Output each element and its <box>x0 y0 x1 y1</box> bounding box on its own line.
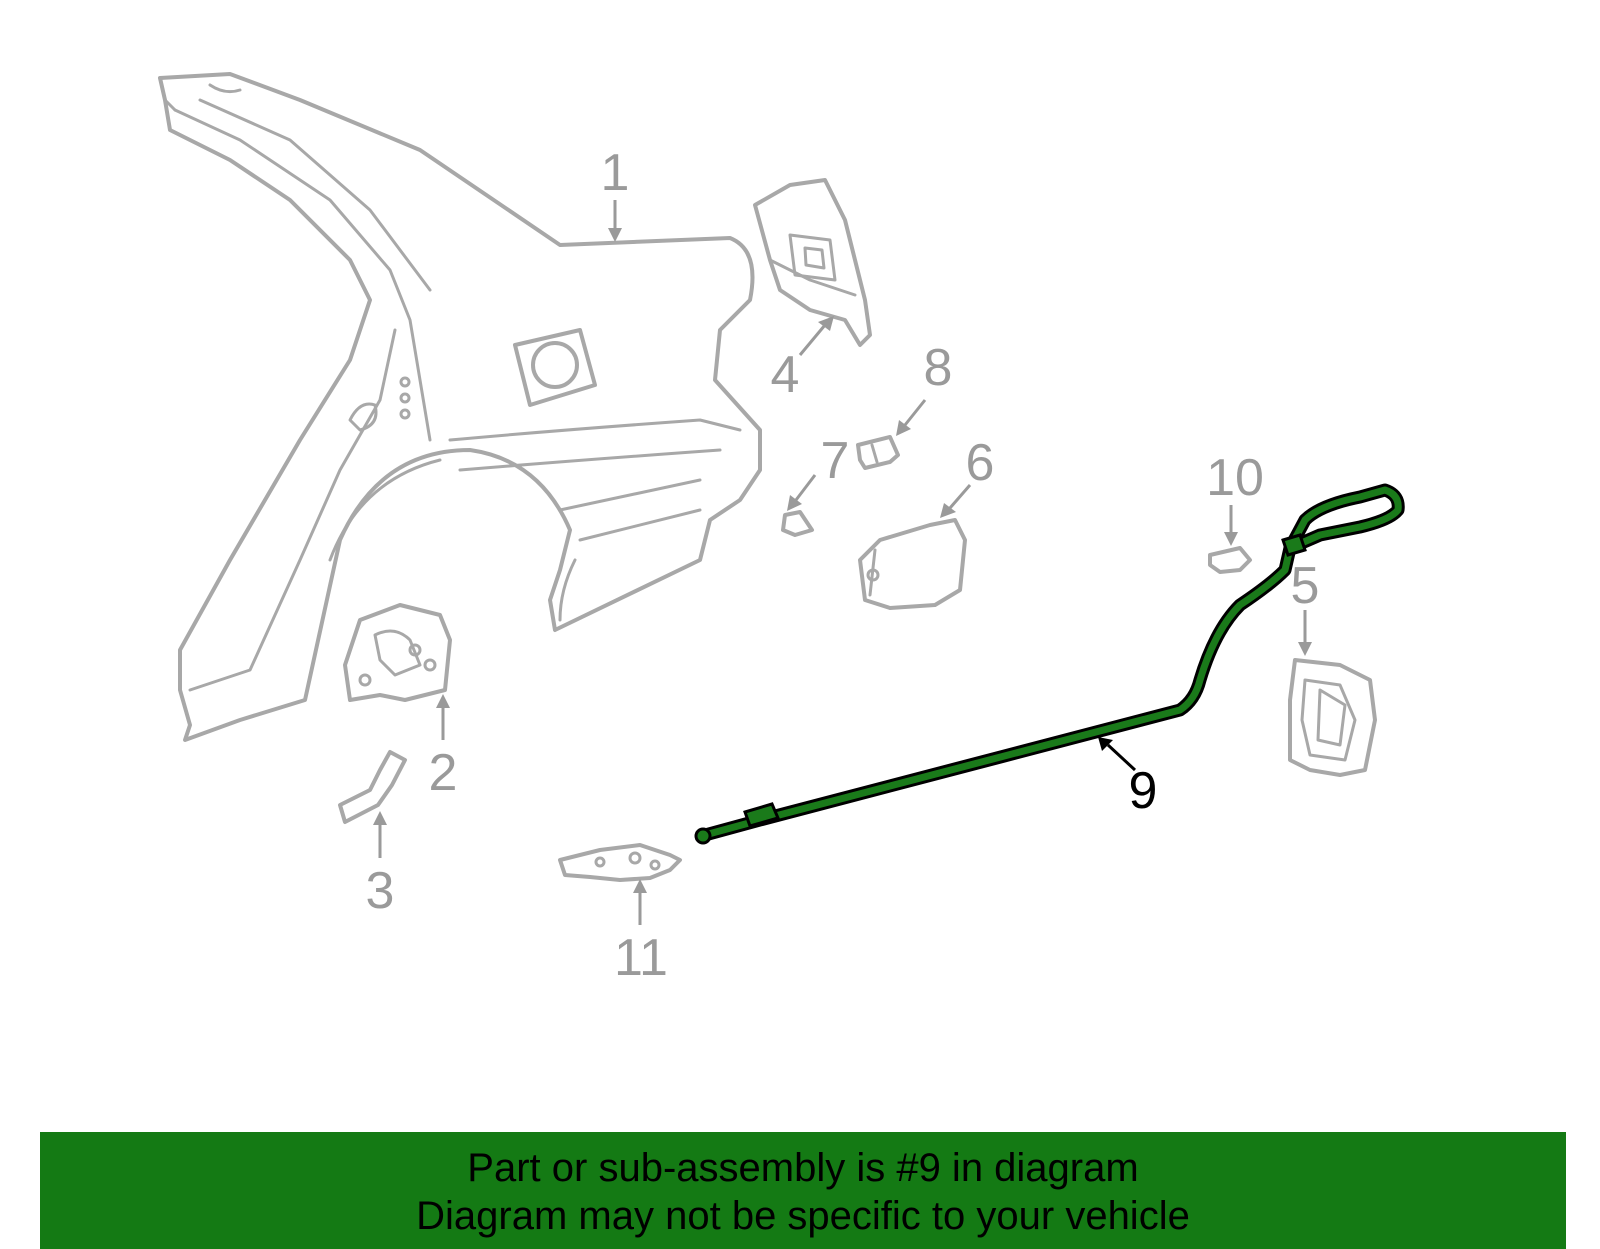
info-banner: Part or sub-assembly is #9 in diagram Di… <box>40 1132 1566 1249</box>
part-8-bumper[interactable] <box>856 435 900 470</box>
part-11-lever-bracket[interactable] <box>558 843 682 882</box>
callout-8[interactable]: 8 <box>924 339 953 397</box>
part-9-cable[interactable] <box>694 483 1405 845</box>
part-10-clip[interactable] <box>1208 546 1252 574</box>
cable-grommet <box>1281 533 1307 557</box>
cable-end-ball <box>694 827 712 845</box>
callout-6[interactable]: 6 <box>966 434 995 492</box>
banner-line-2: Diagram may not be specific to your vehi… <box>416 1194 1190 1238</box>
callout-5[interactable]: 5 <box>1291 557 1320 615</box>
part-3-strip[interactable] <box>338 750 407 824</box>
callout-1[interactable]: 1 <box>601 144 630 202</box>
banner-line-1: Part or sub-assembly is #9 in diagram <box>467 1146 1139 1190</box>
part-6-fuel-door[interactable] <box>858 518 967 610</box>
callout-labels: 1 2 3 4 5 6 7 8 9 10 11 <box>366 144 1320 987</box>
cable-end-fitting <box>743 802 781 828</box>
part-7-clip[interactable] <box>781 510 814 537</box>
part-2-bracket[interactable] <box>343 603 452 702</box>
callout-7[interactable]: 7 <box>821 432 850 490</box>
callout-10[interactable]: 10 <box>1206 449 1264 507</box>
callout-2[interactable]: 2 <box>429 744 458 802</box>
part-4-reinforcement[interactable] <box>753 178 872 347</box>
callout-4[interactable]: 4 <box>771 346 800 404</box>
callout-arrows <box>373 200 1312 925</box>
callout-11[interactable]: 11 <box>614 929 668 987</box>
callout-9[interactable]: 9 <box>1129 762 1158 820</box>
part-1-quarter-panel[interactable] <box>158 72 762 742</box>
part-5-housing[interactable] <box>1288 658 1377 777</box>
callout-3[interactable]: 3 <box>366 862 395 920</box>
